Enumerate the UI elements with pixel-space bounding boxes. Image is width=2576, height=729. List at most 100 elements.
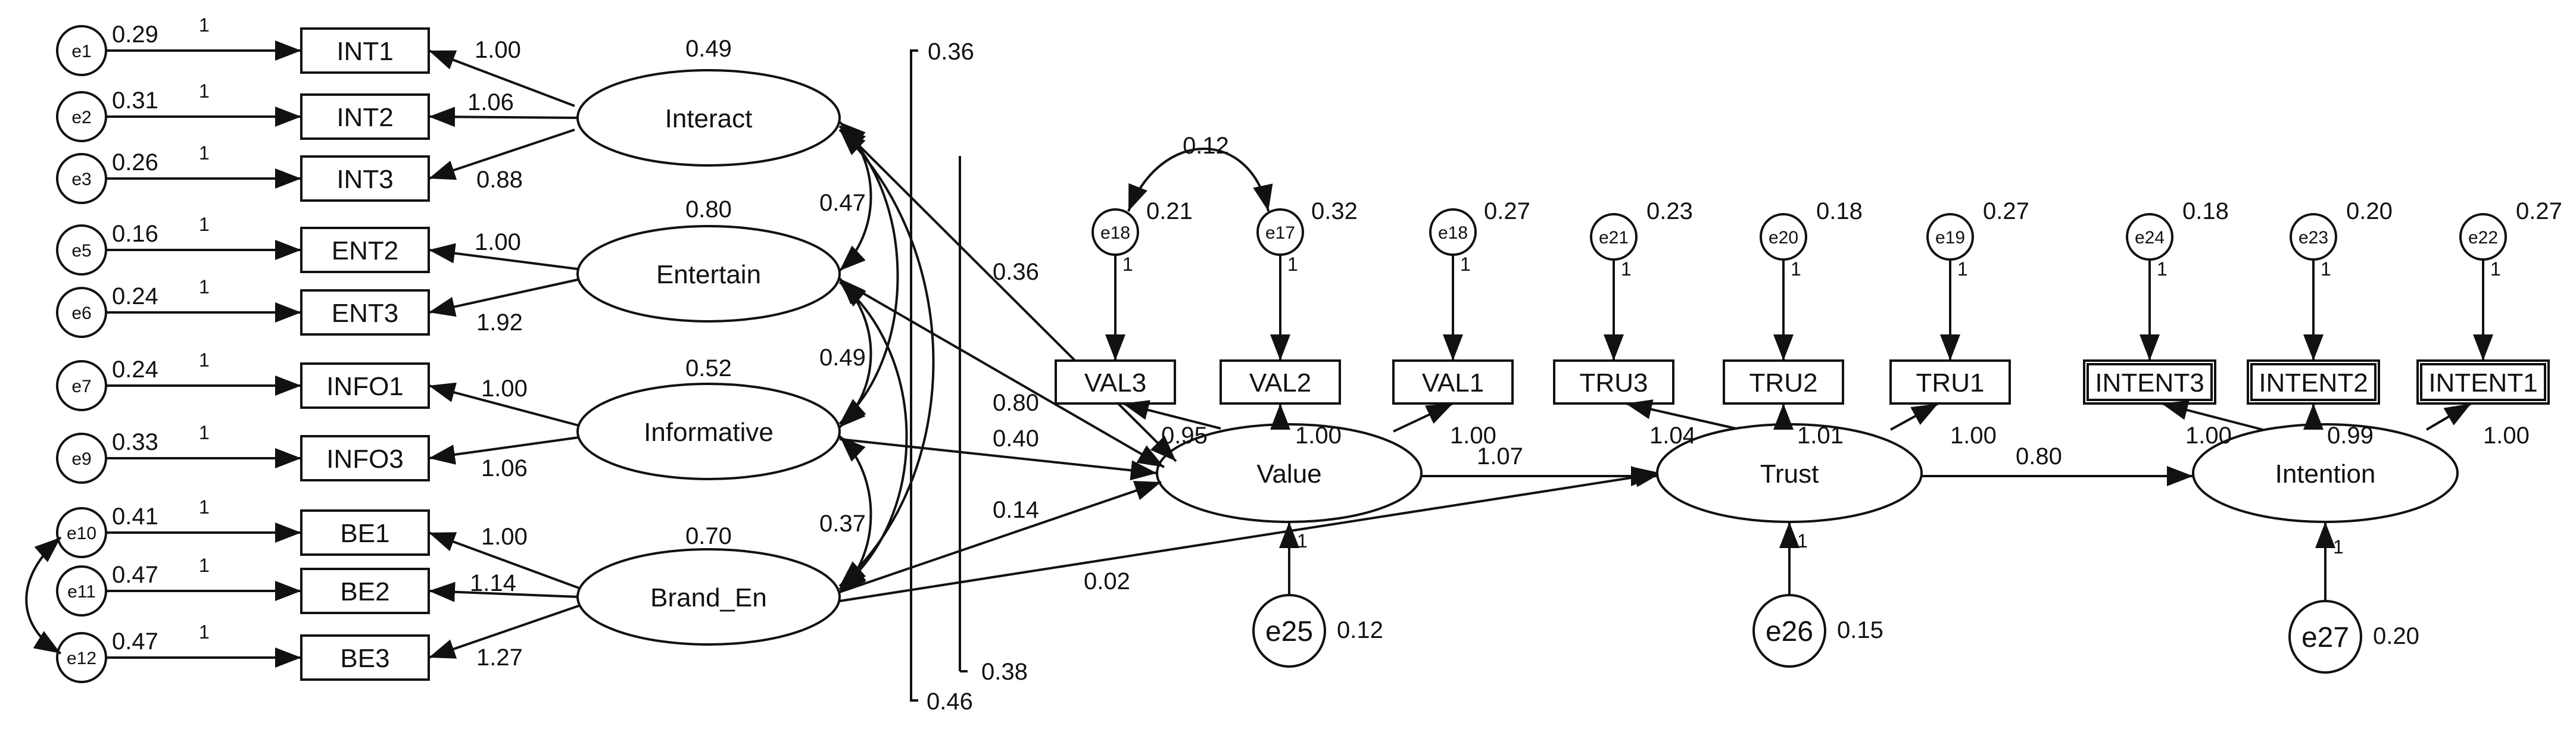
error-e18a-label: e18 bbox=[1100, 223, 1130, 243]
coef-entertain-value: 0.80 bbox=[993, 390, 1039, 416]
error-var-e24: 0.18 bbox=[2182, 198, 2229, 224]
error-e22-label: e22 bbox=[2468, 228, 2498, 248]
indicator-be2-box bbox=[300, 568, 430, 614]
coef-trust-intention: 0.80 bbox=[2016, 443, 2062, 470]
error-e12-label: e12 bbox=[67, 649, 96, 668]
indicator-be2-label: BE2 bbox=[340, 577, 389, 606]
error-e19-label: e19 bbox=[1935, 228, 1965, 248]
error-var-e10: 0.41 bbox=[112, 503, 158, 530]
latent-brand-en-label: Brand_En bbox=[650, 583, 767, 612]
loading-val1: 1.00 bbox=[1450, 423, 1496, 449]
indicator-tru1: TRU1 bbox=[1889, 359, 2011, 405]
error-fix-e25: 1 bbox=[1297, 530, 1308, 552]
error-var-e20: 0.18 bbox=[1816, 198, 1863, 224]
error-e6-circle bbox=[56, 287, 107, 338]
error-var-e19: 0.27 bbox=[1983, 198, 2029, 224]
error-e3-label: e3 bbox=[71, 170, 91, 189]
error-e3: e3 bbox=[56, 153, 107, 204]
loading-path-ent3 bbox=[428, 279, 578, 317]
error-e10: e10 bbox=[56, 507, 107, 558]
path-brand-trust bbox=[839, 467, 1662, 602]
cov-interact-informative: 0.36 bbox=[928, 39, 974, 65]
error-e23-label: e23 bbox=[2299, 228, 2328, 248]
latent-trust-label: Trust bbox=[1760, 459, 1819, 489]
indicator-be3-label: BE3 bbox=[340, 644, 389, 673]
error-e22: e22 bbox=[2459, 213, 2507, 261]
indicator-intent1: INTENT1 bbox=[2416, 359, 2550, 405]
indicator-be1-label: BE1 bbox=[340, 519, 389, 548]
covariance-e10-e12 bbox=[25, 536, 62, 655]
error-fix-e24: 1 bbox=[2157, 258, 2168, 280]
error-fix-e12: 1 bbox=[199, 621, 210, 643]
indicator-int2: INT2 bbox=[300, 93, 430, 140]
indicator-tru3-label: TRU3 bbox=[1580, 368, 1648, 398]
error-e6: e6 bbox=[56, 287, 107, 338]
coef-interact-value: 0.36 bbox=[993, 259, 1039, 285]
error-e21: e21 bbox=[1590, 213, 1638, 261]
latent-var-informative: 0.52 bbox=[685, 355, 732, 381]
error-e18b: e18 bbox=[1429, 208, 1477, 256]
error-fix-e26: 1 bbox=[1797, 530, 1808, 552]
error-e2-label: e2 bbox=[71, 108, 91, 127]
indicator-be2: BE2 bbox=[300, 568, 430, 614]
indicator-intent1-label: INTENT1 bbox=[2428, 368, 2537, 398]
indicator-int2-box bbox=[300, 93, 430, 140]
error-var-e26: 0.15 bbox=[1837, 617, 1883, 643]
error-e6-label: e6 bbox=[71, 304, 91, 323]
indicator-ent2-label: ENT2 bbox=[332, 236, 398, 265]
latent-brand-en: Brand_En bbox=[576, 548, 841, 646]
error-fix-e5: 1 bbox=[199, 214, 210, 235]
indicator-int1: INT1 bbox=[300, 27, 430, 74]
loading-tru1: 1.00 bbox=[1950, 423, 1997, 449]
indicator-intent2-label: INTENT2 bbox=[2259, 368, 2368, 398]
latent-intention: Intention bbox=[2192, 423, 2459, 523]
latent-var-brand: 0.70 bbox=[685, 523, 732, 549]
indicator-info1: INFO1 bbox=[300, 362, 430, 409]
error-var-e1: 0.29 bbox=[112, 21, 158, 48]
error-e11-label: e11 bbox=[67, 582, 96, 602]
latent-entertain-label: Entertain bbox=[656, 260, 761, 289]
error-e17: e17 bbox=[1256, 208, 1304, 256]
error-e12-circle bbox=[56, 632, 107, 683]
indicator-info1-box bbox=[300, 362, 430, 409]
cov-e18-e17: 0.12 bbox=[1183, 133, 1229, 159]
error-var-e21: 0.23 bbox=[1646, 198, 1693, 224]
loading-intent3: 1.00 bbox=[2185, 423, 2232, 449]
error-e7-circle bbox=[56, 360, 107, 411]
error-e10-circle bbox=[56, 507, 107, 558]
indicator-tru3: TRU3 bbox=[1553, 359, 1674, 405]
latent-value-label: Value bbox=[1256, 459, 1321, 489]
indicator-tru1-label: TRU1 bbox=[1916, 368, 1985, 398]
coef-informative-value: 0.40 bbox=[993, 425, 1039, 452]
indicator-intent2-inner-box bbox=[2250, 363, 2377, 401]
indicator-intent2: INTENT2 bbox=[2247, 359, 2380, 405]
error-e20: e20 bbox=[1760, 213, 1807, 261]
error-fix-e10: 1 bbox=[199, 496, 210, 518]
error-e9-circle bbox=[56, 433, 107, 484]
error-e18b-label: e18 bbox=[1438, 223, 1468, 243]
indicator-val1-label: VAL1 bbox=[1422, 368, 1484, 398]
error-e27-label: e27 bbox=[2301, 622, 2349, 653]
error-e1-label: e1 bbox=[71, 42, 91, 61]
error-e26-label: e26 bbox=[1766, 616, 1813, 647]
indicator-intent1-box bbox=[2416, 359, 2550, 405]
loading-path-info3 bbox=[428, 436, 579, 465]
error-e7: e7 bbox=[56, 360, 107, 411]
error-e7-label: e7 bbox=[71, 377, 91, 396]
loading-be3: 1.27 bbox=[476, 644, 523, 671]
error-e1-circle bbox=[56, 25, 107, 76]
indicator-intent3-box bbox=[2083, 359, 2216, 405]
indicator-intent3-label: INTENT3 bbox=[2095, 368, 2204, 398]
error-e5-circle bbox=[56, 224, 107, 276]
indicator-intent2-box bbox=[2247, 359, 2380, 405]
indicator-ent3-label: ENT3 bbox=[332, 299, 398, 328]
cov-interact-entertain: 0.47 bbox=[819, 190, 866, 216]
error-e2-circle bbox=[56, 91, 107, 142]
loading-be1: 1.00 bbox=[481, 524, 528, 550]
loading-path-int2 bbox=[428, 107, 579, 127]
error-e3-circle bbox=[56, 153, 107, 204]
error-var-e25: 0.12 bbox=[1337, 617, 1383, 643]
loading-path-intent1 bbox=[2425, 402, 2472, 431]
error-e5-label: e5 bbox=[71, 241, 91, 261]
loading-tru2: 1.01 bbox=[1797, 423, 1844, 449]
